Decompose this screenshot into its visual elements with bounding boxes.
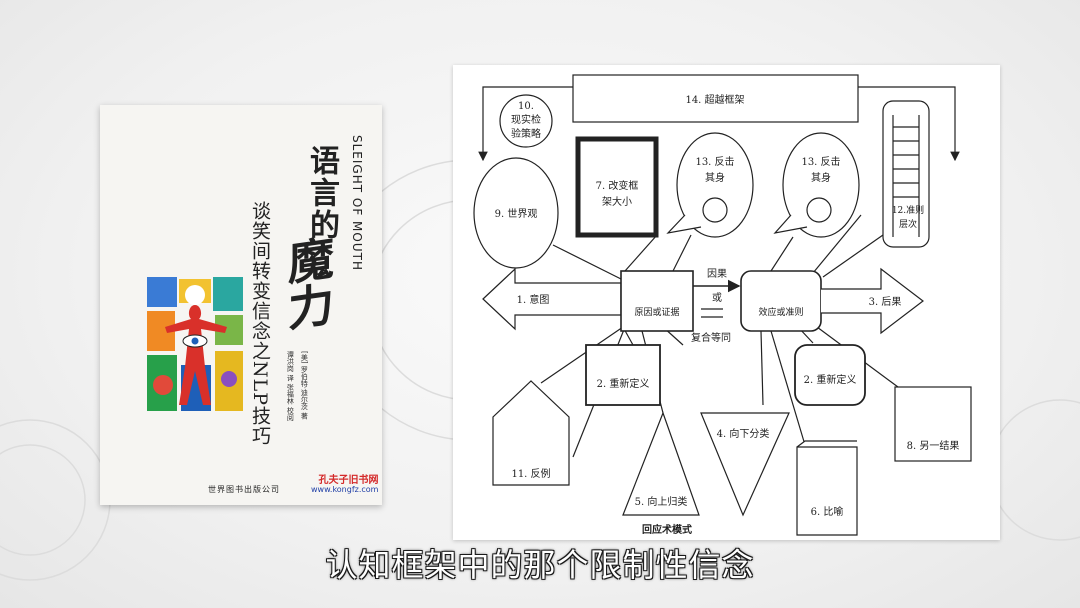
label-consequence: 3. 后果 [869,296,902,308]
diagram-caption: 回应术模式 [642,523,692,536]
book-title-top: 语言的 [304,145,339,241]
book-author: [美] 罗伯特·迪尔茨 著 [300,351,309,420]
label-redefine-left: 2. 重新定义 [597,377,650,390]
chunk-down-triangle [700,412,790,517]
label-hierarchy-2: 层次 [899,218,917,230]
book-cover-artwork [145,275,245,415]
label-reality-strategy-3: 验策略 [511,127,541,140]
label-intention: 1. 意图 [517,293,550,306]
label-apply-self-right-2: 其身 [811,171,831,184]
cause-box [620,270,694,332]
label-world-model: 9. 世界观 [495,208,538,220]
label-reality-strategy-1: 10. [518,101,534,112]
effect-box [740,270,822,332]
label-link-cause: 因果 [707,268,727,280]
change-frame-box [575,136,659,238]
label-chunk-up: 5. 向上归类 [635,495,688,508]
left-top-arrow [478,86,573,162]
video-subtitle: 认知框架中的那个限制性信念 [325,546,755,584]
label-apply-self-right-1: 13. 反击 [801,156,840,168]
reality-strategy-circle [499,94,553,148]
book-publisher: 世界图书出版公司 [208,485,280,494]
stamp-name: 孔夫子旧书网 [318,475,379,486]
label-apply-self-left-1: 13. 反击 [695,156,734,168]
intention-arrow [482,267,622,331]
redefine-right-box [794,344,866,406]
label-cause: 原因或证据 [634,306,679,318]
label-redefine-right: 2. 重新定义 [804,373,857,386]
apply-self-left-bubble [666,132,754,238]
another-outcome-box [894,386,972,462]
label-metaphor: 6. 比喻 [811,505,844,518]
book-translator: 谭洪岗 译 张福林 校阅 [286,351,295,421]
book-subtitle: 谈笑间转变信念之NLP技巧 [249,201,271,447]
chunk-up-triangle [622,411,700,516]
label-reality-strategy-2: 现实检 [511,113,541,126]
label-link-complex: 复合等同 [691,331,731,344]
world-model-ellipse [473,157,559,269]
right-top-arrow [858,86,960,162]
metaphor-shape [796,440,858,536]
consequence-arrow [821,267,924,335]
book-title-bottom: 魔力 [281,233,335,333]
label-another-outcome: 8. 另一结果 [907,439,960,452]
stamp-url: www.kongfz.com [311,485,379,494]
label-change-frame-2: 架大小 [602,195,632,208]
watermark-stamp: 孔夫子旧书网 www.kongfz.com [311,475,378,495]
label-beyond-frame: 14. 超越框架 [685,93,744,106]
counter-example-house [492,380,570,486]
label-chunk-down: 4. 向下分类 [717,427,770,440]
apply-self-right-bubble [773,132,860,238]
sleight-of-mouth-diagram: 14. 超越框架 10. 现实检 验策略 9. 世界观 7. 改变框 架大小 1… [473,74,972,536]
label-hierarchy-1: 12.准则 [892,204,924,216]
label-counter-example: 11. 反例 [511,467,550,480]
book-cover: 语言的 魔力 谈笑间转变信念之NLP技巧 SLEIGHT OF MOUTH [美… [100,105,382,505]
diagram-panel: 14. 超越框架 10. 现实检 验策略 9. 世界观 7. 改变框 架大小 1… [453,65,1000,540]
label-effect: 效应或准则 [758,306,803,318]
label-apply-self-left-2: 其身 [705,171,725,184]
redefine-left-box [585,344,661,406]
label-change-frame-1: 7. 改变框 [596,179,639,192]
label-link-or: 或 [712,292,722,304]
beyond-frame-box [572,74,859,123]
book-english-title: SLEIGHT OF MOUTH [350,135,364,271]
hierarchy-ladder [882,100,930,248]
